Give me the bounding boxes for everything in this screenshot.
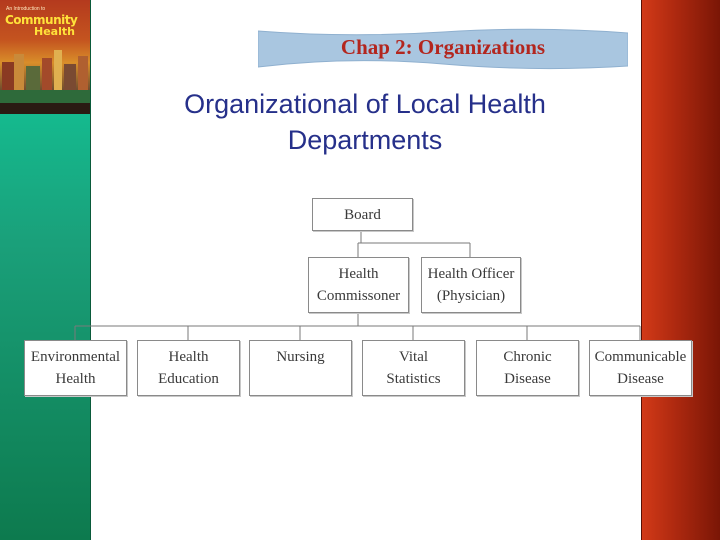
book-cover-title-line2: Health — [34, 25, 75, 38]
org-node-communicable-disease: Communicable Disease — [589, 340, 692, 396]
header-ribbon — [258, 28, 628, 70]
book-cover-image: An Introduction to Community Health — [0, 0, 90, 114]
org-node-environmental-health: Environmental Health — [24, 340, 127, 396]
org-node-label: Health Officer (Physician) — [427, 266, 515, 304]
book-cover-buildings-graphic — [0, 50, 90, 104]
slide-title: Organizational of Local Health Departmen… — [184, 89, 546, 155]
org-node-vital-statistics: Vital Statistics — [362, 340, 465, 396]
book-cover-title-line1: Community — [5, 13, 78, 27]
org-node-board: Board — [312, 198, 413, 231]
org-node-health-commissioner: Health Commissoner — [308, 257, 409, 313]
org-node-label: Communicable Disease — [594, 349, 687, 387]
org-node-label: Vital Statistics — [386, 349, 441, 387]
org-node-label: Board — [344, 206, 381, 223]
org-node-label: Health Commissoner — [316, 266, 401, 304]
right-decorative-bar — [641, 0, 720, 540]
org-node-label: Health Education — [158, 349, 219, 387]
org-node-label: Environmental Health — [30, 349, 121, 387]
org-node-label: Nursing — [276, 349, 325, 365]
org-node-label: Chronic Disease — [503, 349, 552, 387]
org-node-health-education: Health Education — [137, 340, 240, 396]
org-node-nursing: Nursing — [249, 340, 352, 396]
book-cover-author-strip — [0, 103, 90, 114]
org-node-health-officer: Health Officer (Physician) — [421, 257, 521, 313]
header-title: Chap 2: Organizations — [340, 35, 546, 59]
book-cover-subtitle: An Introduction to — [6, 6, 46, 12]
org-node-chronic-disease: Chronic Disease — [476, 340, 579, 396]
